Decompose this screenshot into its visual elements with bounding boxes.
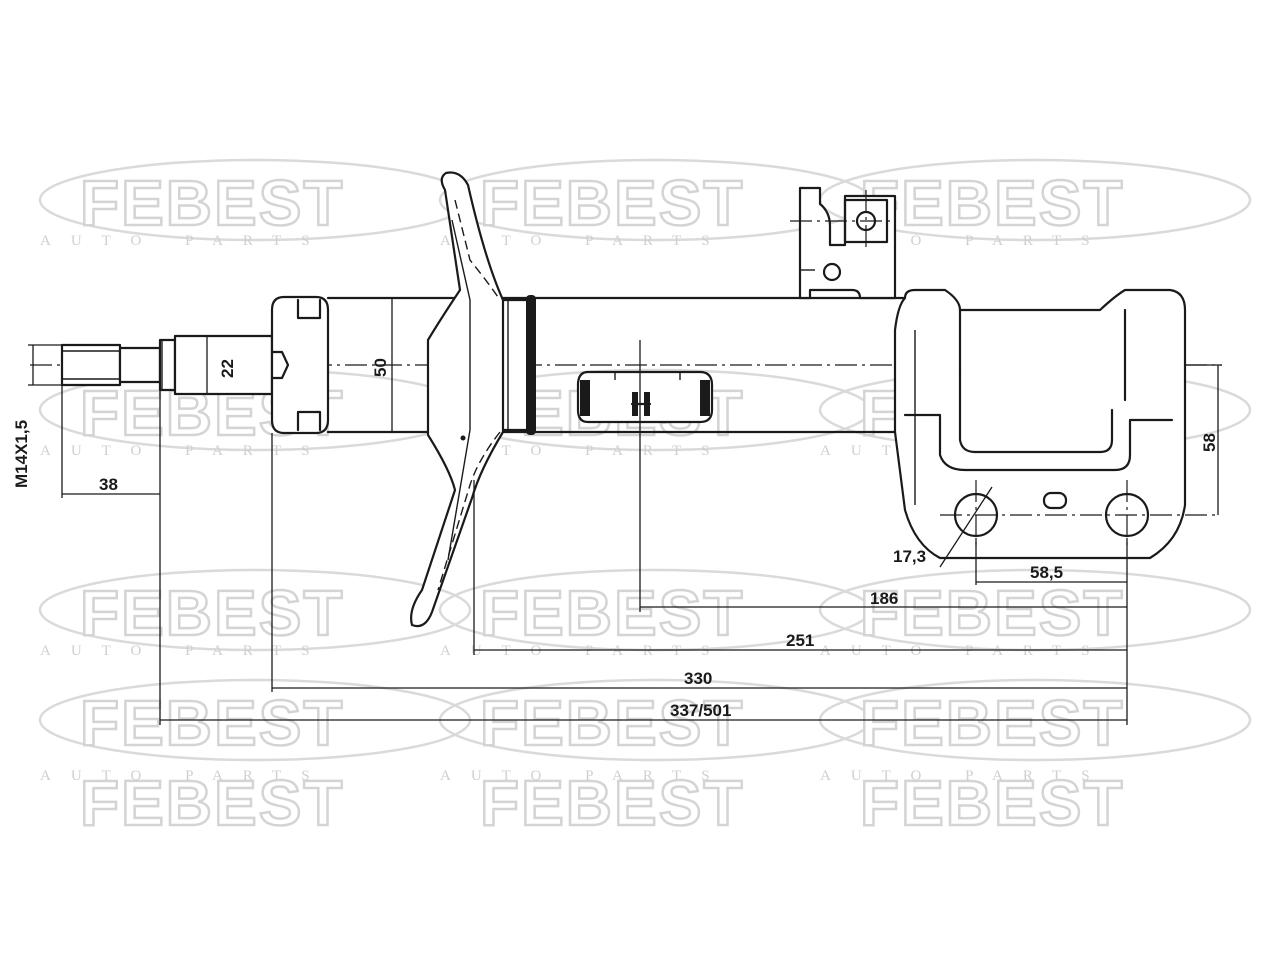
dim-337-label: 337/501 [670,701,731,720]
watermark-3: FEBEST AUTO PARTS [818,158,1252,249]
seat-inner-line [447,219,471,561]
watermark-brand: FEBEST [860,167,1124,239]
watermark-brand: FEBEST [860,767,1124,839]
seat-hidden-bottom [437,431,501,591]
watermark-tagline: AUTO PARTS [40,768,330,784]
seat-hidden-top [454,199,501,301]
dim-17-label: 17,3 [893,547,926,566]
watermark-10: FEBEST AUTO PARTS [38,678,472,784]
watermark-tagline: AUTO PARTS [440,768,730,784]
watermark-brand: FEBEST [860,577,1124,649]
watermark-tagline: AUTO PARTS [820,768,1110,784]
tube-collar [498,298,530,432]
dim-17-leader [939,486,993,568]
dim-58-label: 58 [1200,433,1219,452]
cap-notch [270,350,290,380]
watermark-brand: FEBEST [480,687,744,759]
watermark-tagline: AUTO PARTS [440,643,730,659]
watermark-7: FEBEST AUTO PARTS [38,568,472,659]
bump-stop-band-right [700,380,710,416]
watermark-12: FEBEST AUTO PARTS [818,678,1252,784]
hose-bracket [790,186,897,300]
watermark-tagline: AUTO PARTS [440,443,730,459]
seat-hole [460,435,466,441]
bracket-hole-lower [822,262,842,282]
bump-stop-band-left [580,380,590,416]
dimension-lines: M14X1,5 38 22 50 58 17,3 58,5 186 251 [12,298,1222,725]
watermark-brand: FEBEST [480,577,744,649]
cap-tab-bottom [296,410,322,432]
watermark-9: FEBEST AUTO PARTS [818,568,1252,659]
watermark-8: FEBEST AUTO PARTS [438,568,872,659]
bump-stop [576,370,714,424]
watermark-brand: FEBEST [80,687,344,759]
watermark-brand: FEBEST [80,577,344,649]
threaded-stud [60,334,274,396]
top-cap [270,295,330,435]
stud-shank [118,346,162,384]
dim-251-label: 251 [786,631,814,650]
knuckle-outline [893,288,1187,560]
watermark-tagline: AUTO PARTS [440,233,730,249]
watermark-11: FEBEST AUTO PARTS [438,678,872,784]
cap-tab-top [296,298,322,320]
watermark-1: FEBEST AUTO PARTS [38,158,472,249]
spring-seat [410,171,505,628]
knuckle-bracket [893,288,1220,560]
watermark-brand: FEBEST [80,167,344,239]
watermark-brand: FEBEST [80,767,344,839]
dim-thread-label: M14X1,5 [12,420,31,488]
watermark-tagline: AUTO PARTS [40,233,330,249]
watermark-brand: FEBEST [480,167,744,239]
knuckle-pocket-inner [958,373,1114,454]
watermark-brand: FEBEST [860,687,1124,759]
watermark-tagline: AUTO PARTS [40,643,330,659]
dim-38-label: 38 [99,475,118,494]
watermark-oval [38,568,472,652]
watermark-13: FEBEST FEBEST FEBEST [79,766,1124,841]
dim-330-label: 330 [684,669,712,688]
knuckle-slot [1042,491,1068,510]
watermark-brand: FEBEST [480,767,744,839]
watermark-tagline: AUTO PARTS [820,643,1110,659]
watermark-2: FEBEST AUTO PARTS [438,158,872,249]
dim-22-label: 22 [218,359,237,378]
o-ring [526,295,536,435]
cap-body [270,295,330,435]
knuckle-pocket [903,413,1174,472]
dim-50-label: 50 [371,358,390,377]
watermark-tagline: AUTO PARTS [40,443,330,459]
dim-58-5-label: 58,5 [1030,563,1063,582]
seat-outline [410,171,505,628]
dim-186-label: 186 [870,589,898,608]
